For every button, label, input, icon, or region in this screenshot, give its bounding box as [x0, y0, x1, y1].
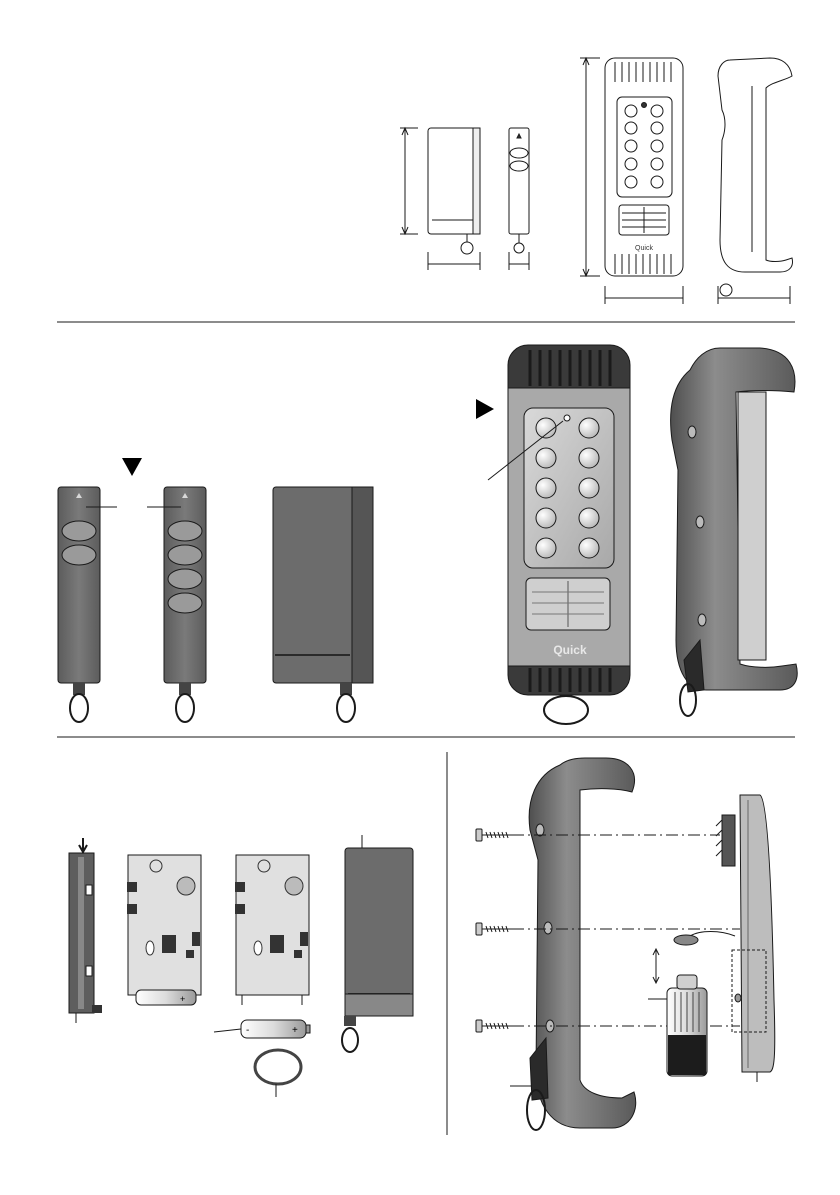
keypad-remote-outline: Quick [605, 58, 683, 276]
keyring-icon [461, 242, 473, 254]
svg-text:-: - [246, 1025, 249, 1036]
remote-button [536, 478, 556, 498]
remote-box [273, 487, 373, 722]
wall-mounting [476, 758, 775, 1130]
leader-line [214, 1029, 241, 1032]
circuit-board-with-battery: + [127, 855, 201, 1005]
remote-button [536, 508, 556, 528]
press-arrow-icon [79, 838, 87, 852]
insert-arrow-icon [653, 949, 659, 983]
section-arrow-right [476, 399, 494, 419]
dimension-drawings: Quick [400, 58, 793, 304]
led-icon [564, 415, 570, 421]
svg-text:+: + [180, 994, 185, 1004]
remote-button [536, 538, 556, 558]
remote-keypad-large: Quick [488, 345, 630, 724]
remote-2-button [58, 487, 117, 722]
section-arrow-down [122, 458, 142, 476]
holder-side-outline [718, 58, 793, 296]
screw-icon [476, 923, 512, 935]
triangle-right-icon [476, 399, 494, 419]
box-remote-outline [428, 128, 480, 254]
screw-icon [476, 1020, 512, 1032]
remote-button [579, 508, 599, 528]
keyring-icon [176, 694, 194, 722]
wall-holder [510, 758, 636, 1130]
remote-button [62, 521, 96, 541]
keyring-icon [720, 284, 732, 296]
svg-text:+: + [292, 1025, 298, 1036]
box-remote-closed [342, 835, 413, 1052]
keyring-icon [70, 694, 88, 722]
remote-button [579, 538, 599, 558]
remote-button [168, 569, 202, 589]
holder-side-large [671, 348, 798, 716]
remote-button [536, 448, 556, 468]
triangle-down-icon [122, 458, 142, 476]
slim-remote-outline [509, 128, 529, 253]
keyring-icon [544, 696, 588, 724]
remote-button [579, 418, 599, 438]
remote-button [579, 448, 599, 468]
remote-edge-view [69, 838, 102, 1023]
keyring-icon [337, 694, 355, 722]
remote-button [168, 545, 202, 565]
brand-logo: Quick [553, 643, 587, 657]
battery-icon [136, 990, 196, 1005]
loose-battery: - + [214, 1020, 310, 1038]
ring-seal [255, 1050, 301, 1097]
svg-text:Quick: Quick [635, 245, 653, 252]
circuit-board-empty [235, 855, 309, 1005]
remote-button [168, 521, 202, 541]
keyring-icon [342, 1028, 358, 1052]
battery-sequence: + - + [69, 835, 413, 1097]
screw-icon [476, 829, 512, 841]
remote-button [62, 545, 96, 565]
keyring-icon [514, 243, 524, 253]
remote-button [579, 478, 599, 498]
remote-button [168, 593, 202, 613]
remote-4-button [147, 487, 206, 722]
battery-icon [648, 975, 707, 1076]
slim-remote-dimension [509, 252, 529, 270]
